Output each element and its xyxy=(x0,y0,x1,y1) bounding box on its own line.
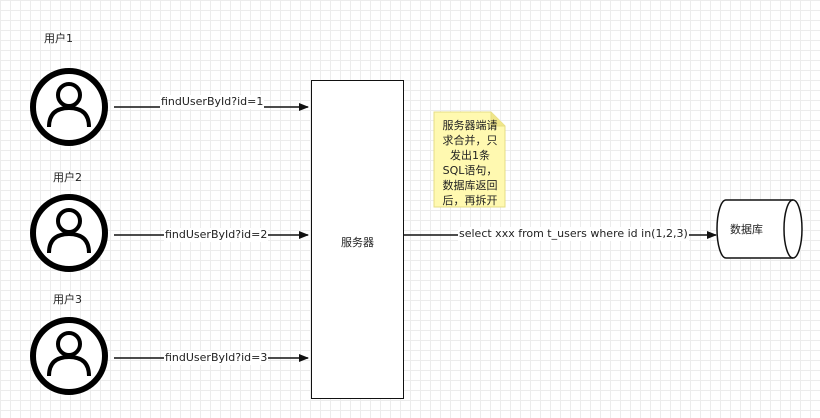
note-line-4: SQL语句， xyxy=(442,164,498,177)
note-line-2: 求合并，只 xyxy=(442,134,498,147)
user-3-icon xyxy=(30,317,108,395)
database-shape xyxy=(716,199,803,259)
note-shape xyxy=(433,111,506,208)
database-label: 数据库 xyxy=(730,223,763,236)
user-2-icon xyxy=(30,194,108,272)
server-box xyxy=(311,80,404,399)
note-text: 服务器端请 求合并，只 发出1条 SQL语句， 数据库返回 后，再拆开 xyxy=(434,118,506,208)
user-3-label: 用户3 xyxy=(53,293,82,306)
user-2-label: 用户2 xyxy=(53,171,82,184)
user-1-label: 用户1 xyxy=(44,32,73,45)
request-label-1: findUserById?id=1 xyxy=(160,95,265,109)
query-label: select xxx from t_users where id in(1,2,… xyxy=(458,227,689,241)
note-line-1: 服务器端请 xyxy=(442,119,498,132)
user-1-icon xyxy=(30,68,108,146)
note-line-5: 数据库返回 xyxy=(442,179,498,192)
request-label-2: findUserById?id=2 xyxy=(164,228,269,242)
server-label: 服务器 xyxy=(341,236,374,249)
note-line-3: 发出1条 xyxy=(450,149,490,162)
note-line-6: 后，再拆开 xyxy=(442,194,498,207)
request-label-3: findUserById?id=3 xyxy=(164,351,269,365)
